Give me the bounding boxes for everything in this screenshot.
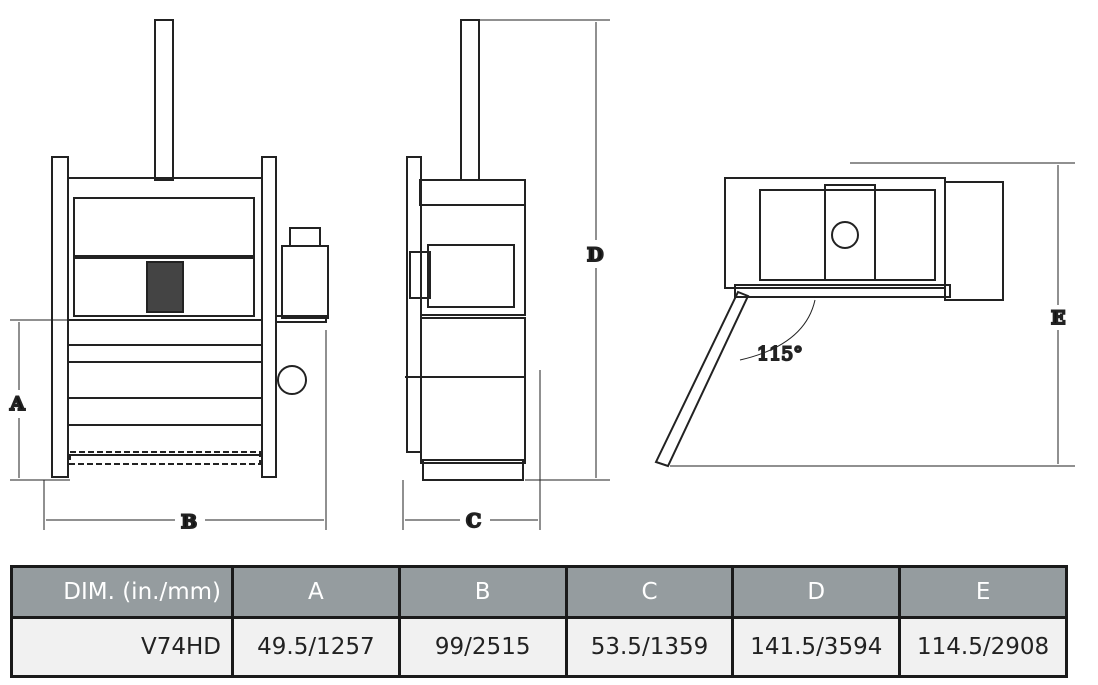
header-b: B <box>397 565 568 619</box>
dimension-table: DIM. (in./mm) A B C D E V74HD 49.5/1257 … <box>10 565 1068 678</box>
dim-label-b: B <box>181 511 197 533</box>
top-view <box>654 177 1004 468</box>
value-c: 53.5/1359 <box>564 616 735 678</box>
value-d: 141.5/3594 <box>731 616 902 678</box>
model-cell: V74HD <box>10 616 234 678</box>
door-angle-label: 115° <box>757 343 803 365</box>
baler-dimension-drawing: A B C D E 115° <box>8 19 1075 534</box>
header-e: E <box>898 565 1068 619</box>
front-view <box>51 19 329 478</box>
dim-label-a: A <box>9 393 25 415</box>
table-header-row: DIM. (in./mm) A B C D E <box>10 565 1068 619</box>
dim-label-d: D <box>587 244 603 266</box>
value-a: 49.5/1257 <box>231 616 401 678</box>
header-d: D <box>731 565 902 619</box>
dim-label-e: E <box>1051 307 1065 329</box>
dimension-lines <box>10 19 1075 530</box>
value-b: 99/2515 <box>397 616 568 678</box>
side-view <box>405 19 526 481</box>
table-row: V74HD 49.5/1257 99/2515 53.5/1359 141.5/… <box>10 616 1068 678</box>
value-e: 114.5/2908 <box>898 616 1068 678</box>
header-a: A <box>231 565 401 619</box>
dim-label-c: C <box>466 510 481 532</box>
header-dim: DIM. (in./mm) <box>10 565 234 619</box>
header-c: C <box>564 565 735 619</box>
